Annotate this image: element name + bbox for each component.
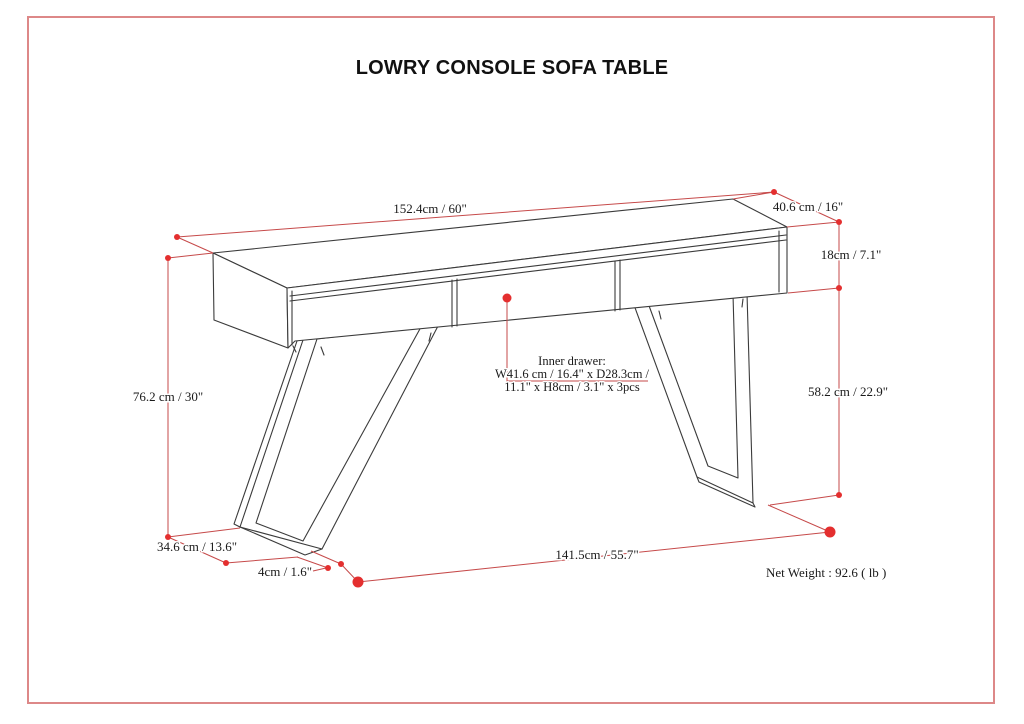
- cabinet-body: [212, 198, 788, 356]
- inner-drawer-leader: [506, 302, 648, 382]
- label-leg-height: 58.2 cm / 22.9": [808, 384, 888, 399]
- front-face: [286, 226, 788, 349]
- label-top-depth: 40.6 cm / 16": [773, 199, 843, 214]
- label-foot-thickness: 4cm / 1.6": [258, 564, 312, 579]
- inner-drawer-line1: Inner drawer:: [538, 354, 606, 368]
- inner-drawer-note: Inner drawer: W41.6 cm / 16.4" x D28.3cm…: [493, 353, 651, 396]
- net-weight: Net Weight : 92.6 ( lb ): [766, 565, 886, 580]
- inner-drawer-dot: [502, 293, 512, 303]
- dimension-annotations: 152.4cm / 60" 40.6 cm / 16" 18cm / 7.1" …: [131, 189, 890, 588]
- top-rail: [289, 234, 787, 302]
- console-table-drawing: [212, 198, 788, 556]
- leg-notches: [292, 298, 744, 356]
- label-base-width: 141.5cm / 55.7": [555, 547, 638, 562]
- left-leg: [233, 325, 439, 556]
- label-top-width: 152.4cm / 60": [393, 201, 467, 216]
- inner-drawer-line2: W41.6 cm / 16.4" x D28.3cm /: [495, 367, 650, 381]
- drawer-divider-1: [451, 278, 458, 328]
- drawer-divider-2: [614, 259, 621, 312]
- label-overall-height: 76.2 cm / 30": [133, 389, 203, 404]
- label-foot-length: 34.6 cm / 13.6": [157, 539, 237, 554]
- dimension-dots: [165, 189, 842, 588]
- inner-drawer-line3: 11.1" x H8cm / 3.1" x 3pcs: [504, 380, 640, 394]
- page-border: [27, 16, 995, 704]
- right-leg: [633, 292, 756, 508]
- product-title: LOWRY CONSOLE SOFA TABLE: [355, 57, 669, 79]
- label-apron-height: 18cm / 7.1": [821, 247, 882, 262]
